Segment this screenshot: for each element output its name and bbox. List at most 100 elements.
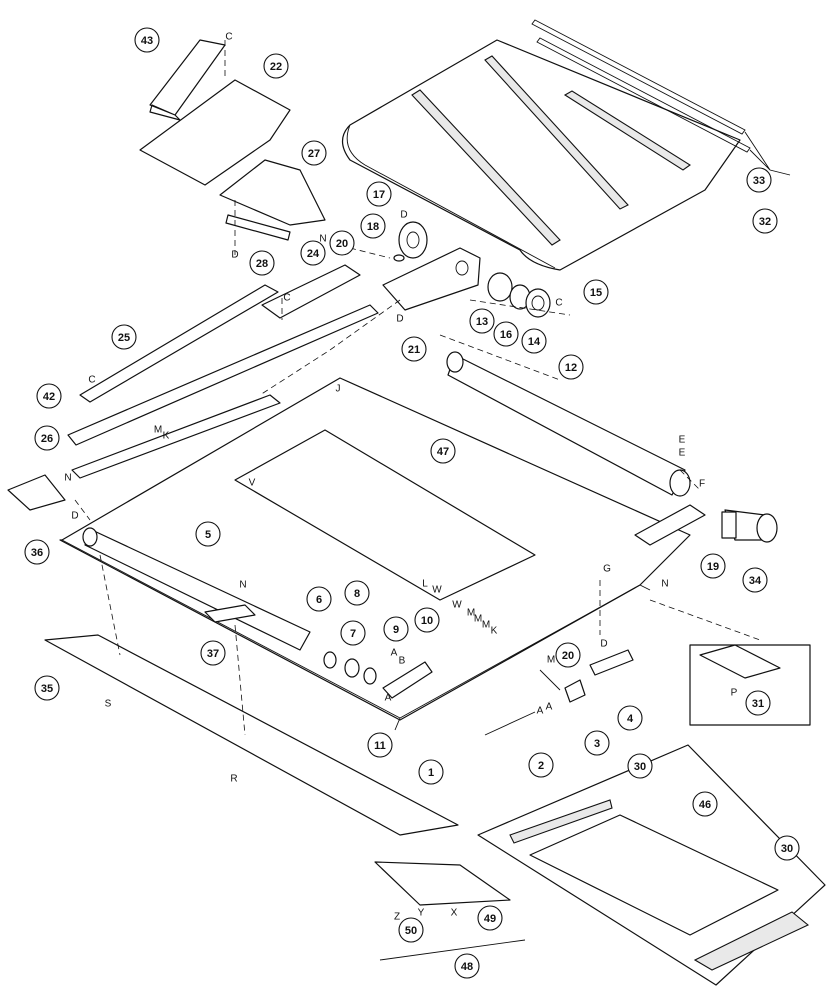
callout-number: 11	[374, 740, 386, 752]
callout-circle	[300, 240, 326, 266]
callout-circle	[134, 27, 160, 53]
callout-circle	[745, 690, 771, 716]
callout-circle	[521, 328, 547, 354]
callout-number: 20	[562, 650, 574, 662]
callout-circle	[700, 553, 726, 579]
part-2-rod	[484, 711, 536, 736]
callout-28: 28	[249, 250, 275, 276]
part-28-strap	[225, 214, 291, 241]
reference-letter: J	[336, 384, 341, 395]
reference-letter: E	[679, 435, 686, 446]
callout-4: 4	[617, 705, 643, 731]
reference-letter: P	[731, 688, 738, 699]
callout-number: 7	[350, 628, 356, 640]
reference-letter: D	[600, 639, 607, 650]
callout-2: 2	[528, 752, 554, 778]
callout-circle	[200, 640, 226, 666]
callout-number: 20	[336, 238, 348, 250]
callout-circle	[24, 539, 50, 565]
callout-48: 48	[454, 953, 480, 979]
reference-letter: L	[422, 579, 428, 590]
reference-letter: M	[482, 620, 490, 631]
callout-10: 10	[414, 607, 440, 633]
callout-35: 35	[34, 675, 60, 701]
callout-7: 7	[340, 620, 366, 646]
reference-letter: W	[432, 585, 442, 596]
callout-circle	[430, 438, 456, 464]
part-35-panel	[44, 634, 459, 836]
reference-letter: C	[88, 375, 95, 386]
reference-letter: A	[537, 706, 544, 717]
callout-number: 2	[538, 760, 544, 772]
callout-34: 34	[742, 567, 768, 593]
callout-circle	[111, 324, 137, 350]
part-42-bar	[67, 304, 379, 446]
callout-number: 4	[627, 713, 634, 725]
callout-circle	[340, 620, 366, 646]
callout-number: 26	[41, 433, 53, 445]
reference-letter: G	[603, 564, 611, 575]
callout-number: 19	[707, 561, 719, 573]
callout-circle	[617, 705, 643, 731]
callout-17: 17	[366, 181, 392, 207]
reference-letter: Y	[418, 908, 425, 919]
callout-circle	[306, 586, 332, 612]
callout-circle	[414, 607, 440, 633]
callout-number: 36	[31, 547, 43, 559]
callout-number: 6	[316, 594, 322, 606]
callout-13: 13	[469, 308, 495, 334]
callout-number: 1	[428, 767, 434, 779]
part-washers	[323, 651, 433, 699]
callout-1: 1	[418, 759, 444, 785]
callout-number: 3	[594, 738, 600, 750]
callout-layer: 4322271718202824152513161421124226473651…	[24, 27, 800, 979]
callout-circle	[360, 213, 386, 239]
callout-circle	[774, 835, 800, 861]
part-19-bracket	[634, 504, 706, 546]
callout-circle	[398, 917, 424, 943]
callout-number: 34	[749, 575, 762, 587]
callout-circle	[401, 336, 427, 362]
reference-letter: A	[391, 648, 398, 659]
part-22-plate	[139, 79, 291, 186]
callout-number: 10	[421, 615, 433, 627]
part-36-bracket	[7, 474, 66, 511]
callout-31: 31	[745, 690, 771, 716]
callout-number: 33	[753, 175, 765, 187]
reference-letter: M	[467, 608, 475, 619]
callout-16: 16	[493, 321, 519, 347]
reference-letter: A	[546, 702, 553, 713]
callout-25: 25	[111, 324, 137, 350]
reference-letter: A	[385, 693, 392, 704]
part-26-bar	[71, 394, 281, 479]
callout-8: 8	[344, 580, 370, 606]
callout-3: 3	[584, 730, 610, 756]
part-24-strip	[261, 264, 361, 319]
callout-number: 35	[41, 683, 53, 695]
part-3-sleeve	[564, 679, 586, 703]
callout-number: 27	[308, 148, 320, 160]
callout-number: 24	[307, 248, 320, 260]
callout-circle	[383, 616, 409, 642]
callout-circle	[195, 521, 221, 547]
callout-circle	[583, 279, 609, 305]
callout-11: 11	[367, 732, 393, 758]
reference-letter: F	[699, 479, 705, 490]
callout-20: 20	[555, 642, 581, 668]
callout-number: 47	[437, 446, 449, 458]
part-27-plate	[219, 159, 326, 226]
callout-number: 32	[759, 216, 771, 228]
part-47-panel	[234, 429, 536, 601]
part-49-plate	[374, 861, 511, 906]
callout-12: 12	[558, 354, 584, 380]
reference-letter: M	[547, 655, 555, 666]
reference-letter: N	[239, 580, 246, 591]
callout-circle	[301, 140, 327, 166]
callout-number: 50	[405, 925, 417, 937]
callout-circle	[477, 905, 503, 931]
callout-27: 27	[301, 140, 327, 166]
callout-number: 17	[373, 189, 385, 201]
part-46-tray-group	[477, 744, 826, 986]
